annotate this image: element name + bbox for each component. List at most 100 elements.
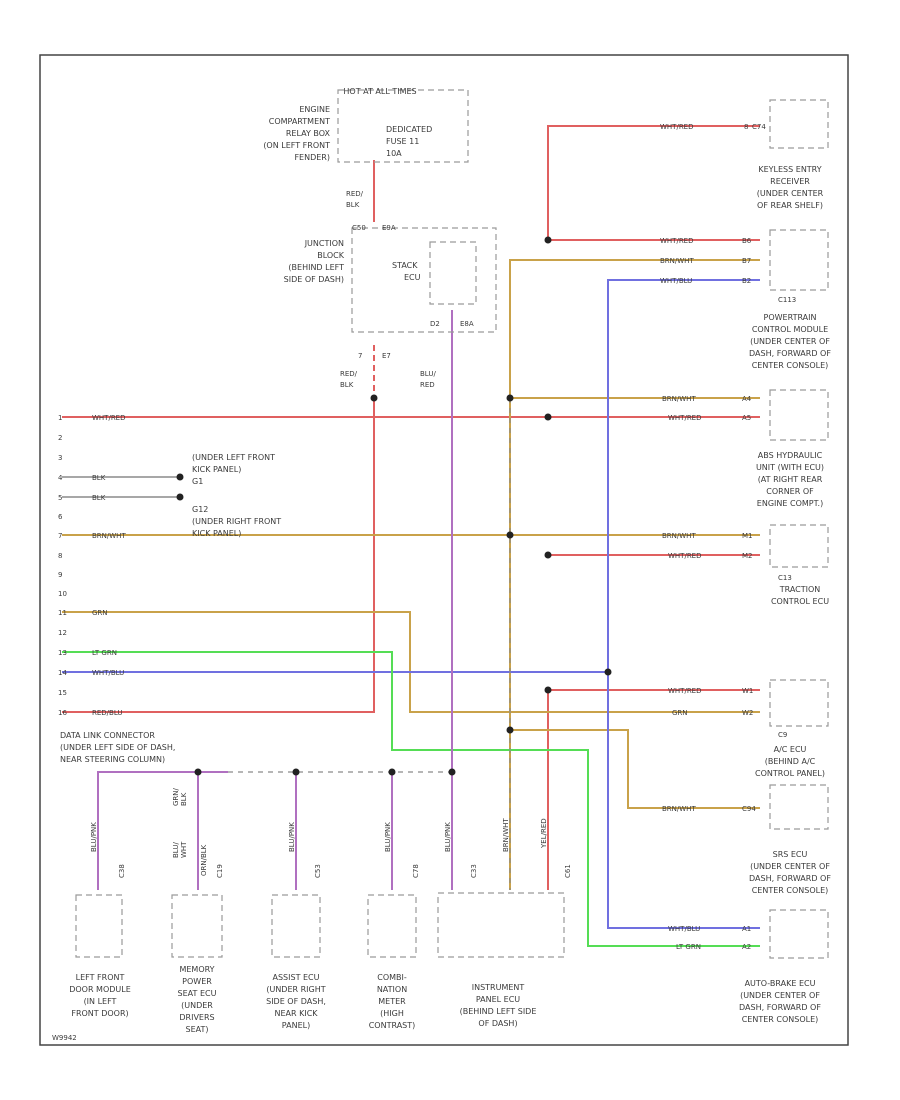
stack-ecu-box [429,241,477,305]
wire-label-lt-grn-1: LT GRN [92,649,117,657]
engine-relay-box-label-5: FENDER) [294,153,330,162]
wire-label-wht-red-3: WHT/RED [668,414,702,422]
connector-label-c74: C74 [752,123,766,131]
combination-meter-label-5: CONTRAST) [369,1021,416,1030]
pcm-label-1: POWERTRAIN [764,313,817,322]
auto-brake-label-2: (UNDER CENTER OF [740,991,820,1000]
pin-label-w2: W2 [742,709,753,717]
memory-seat-label-1: MEMORY [179,965,214,974]
wire-label-grn-blk-a: GRN/ [172,787,180,806]
dlc-pin-1: 1 [58,414,62,422]
pcm-label-2: CONTROL MODULE [752,325,828,334]
srs-ecu-label-4: CENTER CONSOLE) [752,886,829,895]
left-door-label-4: FRONT DOOR) [71,1009,128,1018]
connector-label-c113: C113 [778,296,796,304]
traction-control-box [769,524,829,568]
wire-label-wht-red-4: WHT/RED [668,552,702,560]
wire-label-brn-wht-3: BRN/WHT [662,532,696,540]
connector-label-c61: C61 [564,864,572,878]
left-door-label-1: LEFT FRONT [76,973,125,982]
pin-label-a1: A1 [742,925,751,933]
auto-brake-label-3: DASH, FORWARD OF [739,1003,821,1012]
wire-label-orn-blk: ORN/BLK [200,844,208,876]
splice-dot [544,551,552,559]
connector-label-e7: E7 [382,352,391,360]
assist-ecu-label-1: ASSIST ECU [273,973,320,982]
abs-unit-label-1: ABS HYDRAULIC [758,451,823,460]
dlc-pin-13: 13 [58,649,67,657]
pcm-box [769,229,829,291]
data-link-label-3: NEAR STEERING COLUMN) [60,755,165,764]
ground-terminal-g1 [176,473,184,481]
left-door-label-2: DOOR MODULE [69,985,131,994]
splice-dot [388,768,396,776]
connector-label-c50: C50 [352,224,366,232]
wire-label-blk-2: BLK [92,494,106,502]
srs-ecu-label-3: DASH, FORWARD OF [749,874,831,883]
diagram-code: W9942 [52,1034,77,1042]
engine-relay-box [337,89,469,163]
wire-label-red-blk-1a: RED/ [346,190,364,198]
wire-brn-wht-srs [510,729,760,809]
keyless-entry-label-1: KEYLESS ENTRY [758,165,821,174]
connector-label-c19: C19 [216,864,224,878]
wire-label-wht-red-5: WHT/RED [668,687,702,695]
ground-g1-label-2: KICK PANEL) [192,465,241,474]
wire-label-red-blk-2b: BLK [340,381,354,389]
splice-dot [194,768,202,776]
wire-label-wht-red-2: WHT/RED [660,237,694,245]
pin-label-b6: B6 [742,237,752,245]
splice-dot [506,531,514,539]
wire-label-wht-blu-2: WHT/BLU [92,669,124,677]
wire-label-blu-pnk-assist: BLU/PNK [288,822,296,852]
ground-g1-label-3: G1 [192,477,203,486]
dlc-pin-11: 11 [58,609,67,617]
srs-ecu-label-2: (UNDER CENTER OF [750,862,830,871]
engine-relay-box-label-2: COMPARTMENT [269,117,330,126]
wire-label-yel-red: YEL/RED [540,818,548,849]
abs-unit-label-5: ENGINE COMPT.) [757,499,823,508]
engine-relay-box-label-1: ENGINE [299,105,330,114]
junction-block-label-2: BLOCK [317,251,345,260]
left-door-label-3: (IN LEFT [84,997,117,1006]
splice-dot [506,394,514,402]
data-link-label-1: DATA LINK CONNECTOR [60,731,155,740]
dlc-pin-4: 4 [58,474,63,482]
dlc-pin-12: 12 [58,629,67,637]
assist-ecu-label-3: SIDE OF DASH, [266,997,326,1006]
connector-label-c78: C78 [412,864,420,878]
wire-wht-red-keyless [547,125,760,240]
ground-g1-label-1: (UNDER LEFT FRONT [192,453,275,462]
traction-control-label-2: CONTROL ECU [771,597,829,606]
combination-meter-label-1: COMBI- [377,973,407,982]
ground-g12-label-1: G12 [192,505,208,514]
memory-seat-label-4: (UNDER [181,1001,213,1010]
splice-dot [544,686,552,694]
wire-label-brn-wht-ipecu: BRN/WHT [502,818,510,852]
auto-brake-label-4: CENTER CONSOLE) [742,1015,819,1024]
pin-label-d2: D2 [430,320,440,328]
engine-relay-box-label-3: RELAY BOX [286,129,331,138]
instrument-panel-label-4: OF DASH) [478,1019,517,1028]
splice-dot [292,768,300,776]
connector-label-c13: C13 [778,574,792,582]
junction-block-label-1: JUNCTION [304,239,344,248]
wire-wht-blu-pcm [607,279,760,929]
srs-ecu-label-1: SRS ECU [773,850,808,859]
memory-seat-box [171,894,223,958]
pin-label-w1: W1 [742,687,753,695]
pin-label-a5: A5 [742,414,751,422]
dlc-pin-6: 6 [58,513,63,521]
dlc-pin-14: 14 [58,669,67,677]
dlc-pin-8: 8 [58,552,62,560]
wire-label-red-blk-2a: RED/ [340,370,358,378]
dlc-pin-3: 3 [58,454,62,462]
data-link-label-2: (UNDER LEFT SIDE OF DASH, [60,743,175,752]
dlc-pin-2: 2 [58,434,62,442]
wire-label-brn-wht-1: BRN/WHT [660,257,694,265]
instrument-panel-label-1: INSTRUMENT [472,983,525,992]
wire-label-brn-wht-2: BRN/WHT [662,395,696,403]
junction-block-label-3: (BEHIND LEFT [288,263,344,272]
wire-red-blk-pin16 [62,395,375,713]
